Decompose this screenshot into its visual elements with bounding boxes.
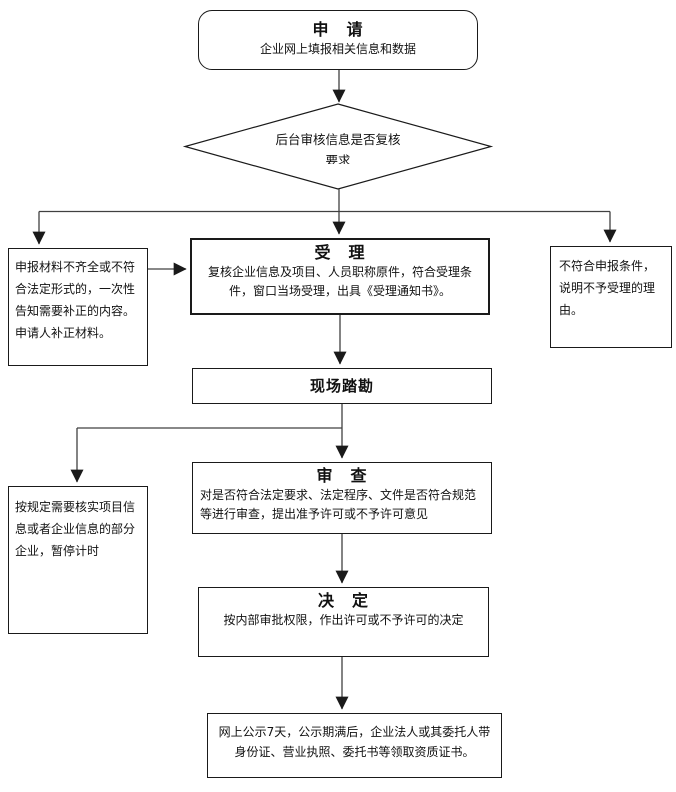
node-accept-title: 受 理 — [314, 243, 366, 262]
node-site-survey: 现场踏勘 — [192, 368, 492, 404]
node-publish-body: 网上公示7天，公示期满后，企业法人或其委托人带身份证、营业执照、委托书等领取资质… — [218, 725, 491, 759]
node-decide: 决 定 按内部审批权限，作出许可或不予许可的决定 — [198, 587, 489, 657]
node-survey-title: 现场踏勘 — [309, 377, 374, 395]
node-supplement-materials: 申报材料不齐全或不符合法定形式的，一次性告知需要补正的内容。申请人补正材料。 — [8, 248, 148, 366]
node-apply-title: 申 请 — [312, 20, 364, 39]
node-pause-timer: 按规定需要核实项目信息或者企业信息的部分企业，暂停计时 — [8, 486, 148, 634]
decision-line2: 要求 — [325, 153, 351, 164]
node-decision-label: 后台审核信息是否复核 要求 — [238, 129, 438, 164]
node-review: 审 查 对是否符合法定要求、法定程序、文件是否符合规范等进行审查，提出准予许可或… — [192, 462, 492, 534]
node-publish-certificate: 网上公示7天，公示期满后，企业法人或其委托人带身份证、营业执照、委托书等领取资质… — [207, 713, 502, 778]
node-apply-body: 企业网上填报相关信息和数据 — [259, 42, 416, 56]
node-accept: 受 理 复核企业信息及项目、人员职称原件，符合受理条件，窗口当场受理，出具《受理… — [190, 238, 490, 315]
node-supplement-body: 申报材料不齐全或不符合法定形式的，一次性告知需要补正的内容。申请人补正材料。 — [15, 260, 136, 340]
node-accept-body: 复核企业信息及项目、人员职称原件，符合受理条件，窗口当场受理，出具《受理通知书》… — [207, 265, 472, 298]
node-review-body: 对是否符合法定要求、法定程序、文件是否符合规范等进行审查，提出准予许可或不予许可… — [200, 488, 477, 521]
node-reject-body: 不符合申报条件，说明不予受理的理由。 — [559, 259, 656, 317]
node-pause-body: 按规定需要核实项目信息或者企业信息的部分企业，暂停计时 — [15, 500, 136, 558]
decision-diamond-shape — [182, 103, 494, 190]
decision-line1: 后台审核信息是否复核 — [275, 132, 401, 147]
node-decide-title: 决 定 — [317, 591, 369, 610]
node-decide-body: 按内部审批权限，作出许可或不予许可的决定 — [223, 613, 464, 627]
node-review-title: 审 查 — [316, 466, 368, 485]
node-apply: 申 请 企业网上填报相关信息和数据 — [198, 10, 478, 70]
node-reject: 不符合申报条件，说明不予受理的理由。 — [550, 246, 672, 348]
